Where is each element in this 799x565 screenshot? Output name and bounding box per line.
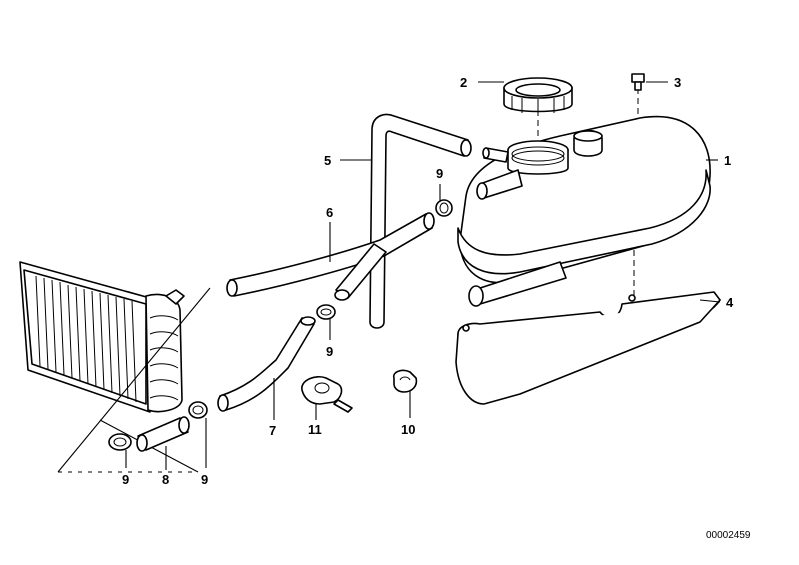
callout-11: 11	[308, 422, 322, 437]
radiator	[19, 261, 211, 473]
callout-10: 10	[401, 422, 415, 437]
callout-4: 4	[726, 295, 734, 310]
hose-clamp-left	[108, 433, 132, 451]
hose-clamp-mid	[316, 304, 336, 320]
guard-plate	[455, 291, 721, 405]
callout-1: 1	[724, 153, 731, 168]
callout-2: 2	[460, 75, 467, 90]
expansion-tank	[457, 88, 711, 307]
callout-8: 8	[162, 472, 169, 487]
filler-cap	[503, 77, 573, 114]
callout-7: 7	[269, 423, 276, 438]
callout-9-left: 9	[122, 472, 129, 487]
leader-lines	[125, 81, 721, 470]
lower-hose	[217, 316, 316, 412]
document-number: 00002459	[706, 530, 751, 541]
callout-6: 6	[326, 205, 333, 220]
upper-hose	[226, 212, 435, 301]
callout-3: 3	[674, 75, 681, 90]
hose-clamp-top	[435, 199, 453, 217]
short-hose	[136, 416, 190, 452]
callout-9-mid: 9	[326, 344, 333, 359]
hose-clamp-lower	[188, 401, 208, 419]
callout-9-lower: 9	[201, 472, 208, 487]
callout-9-top: 9	[436, 166, 443, 181]
screw	[631, 73, 645, 91]
hose-holder	[301, 375, 353, 413]
overflow-pipe	[369, 113, 509, 329]
grommet	[392, 369, 418, 393]
callout-5: 5	[324, 153, 331, 168]
